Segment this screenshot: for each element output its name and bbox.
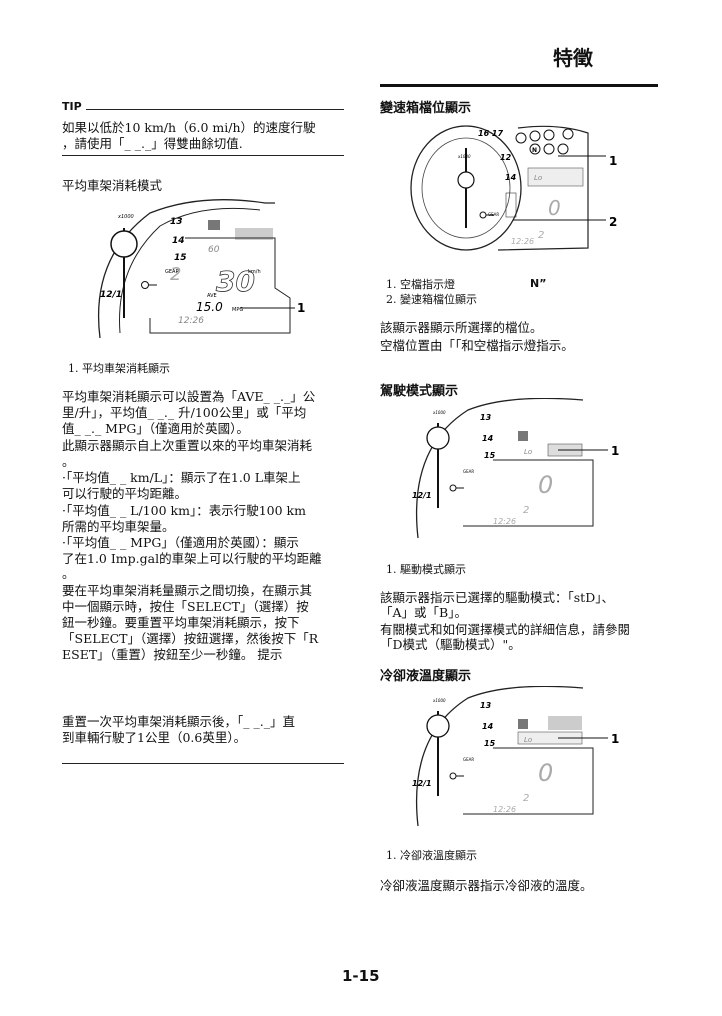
left-end-rule bbox=[62, 763, 344, 764]
svg-text:12: 12 bbox=[500, 153, 512, 162]
svg-text:12/1: 12/1 bbox=[412, 491, 432, 500]
left-p4-line2: 所需的平均車架量。 bbox=[62, 519, 175, 534]
gear-callout-1: 1 bbox=[609, 154, 617, 168]
lcd-clock: 12:26 bbox=[178, 316, 204, 326]
drive-callout-1: 1 bbox=[611, 444, 619, 458]
lcd-speed: 30 bbox=[216, 265, 255, 298]
coolant-lcd-gear: 2 bbox=[523, 793, 529, 804]
gear-p1: 該顯示器顯示所選擇的檔位。 bbox=[380, 320, 543, 335]
svg-text:0: 0 bbox=[538, 471, 553, 499]
gear-figure: x1000 16 17 12 14 N Lo GEAR 0 2 12:26 1 … bbox=[410, 125, 617, 251]
left-p4-line1: ·「平均值_ _ L/100 km」：表示行駛100 km bbox=[62, 503, 306, 518]
gear-lcd-mode: Lo bbox=[534, 174, 542, 182]
svg-text:14: 14 bbox=[482, 434, 494, 443]
lcd-ave-label: AVE bbox=[207, 293, 217, 299]
gear-lcd-gear: 2 bbox=[538, 230, 544, 241]
svg-text:GEAR: GEAR bbox=[463, 469, 474, 474]
svg-text:0: 0 bbox=[538, 759, 553, 787]
left-p7-line1: 重置一次平均車架消耗顯示後，「_ _._」直 bbox=[62, 714, 295, 729]
svg-text:0: 0 bbox=[548, 196, 561, 220]
svg-text:15: 15 bbox=[484, 451, 496, 460]
left-p5-line1: ·「平均值_ _ MPG」（僅適用於英國）：顯示 bbox=[62, 535, 299, 550]
page-number: 1-15 bbox=[342, 967, 380, 985]
drive-p4: 「D模式（驅動模式）"。 bbox=[380, 637, 521, 652]
lcd-speed-unit: km/h bbox=[248, 269, 261, 275]
svg-text:13: 13 bbox=[480, 413, 492, 422]
svg-text:16 17: 16 17 bbox=[478, 129, 503, 138]
left-p1-line2: 里/升」，平均值_ _._ 升/100公里」或「平均 bbox=[62, 405, 307, 420]
left-p6-line1: 要在平均車架消耗量顯示之間切換，在顯示其 bbox=[62, 583, 313, 598]
drive-p3: 有關模式和如何選擇模式的詳細信息，請參閱 bbox=[380, 622, 631, 637]
left-p1-line3: 值_ _._ MPG」（僅適用於英國）。 bbox=[62, 421, 249, 436]
header-rule bbox=[380, 84, 658, 87]
avg-consumption-heading: 平均車架消耗模式 bbox=[62, 178, 163, 193]
tip-rule bbox=[86, 109, 344, 110]
left-p5-line2: 了在1.0 Imp.gal的車架上可以行駛的平均距離 bbox=[62, 551, 322, 566]
svg-text:13: 13 bbox=[480, 701, 492, 710]
gear-caption-1: 1. 空檔指示燈 bbox=[386, 278, 455, 291]
lcd-top-value: 60 bbox=[208, 245, 220, 255]
avg-consumption-caption: 1. 平均車架消耗顯示 bbox=[68, 362, 170, 375]
svg-text:14: 14 bbox=[172, 236, 185, 246]
coolant-callout-1: 1 bbox=[611, 732, 619, 746]
svg-text:12/1: 12/1 bbox=[100, 290, 122, 300]
drive-p1: 該顯示器指示已選擇的驅動模式：「stD」、 bbox=[380, 590, 614, 605]
svg-text:15: 15 bbox=[484, 739, 496, 748]
left-p6-line5: ESET」（重置）按鈕至少一秒鐘。 提示 bbox=[62, 647, 283, 662]
left-p3-line2: 可以行駛的平均距離。 bbox=[62, 486, 188, 501]
tip-text-2: ，請使用「_ _._」得雙曲餘切值. bbox=[62, 136, 243, 151]
coolant-caption: 1. 冷卻液溫度顯示 bbox=[386, 849, 477, 862]
page-title: 特徵 bbox=[553, 46, 593, 70]
left-p7-line2: 到車輛行駛了1公里（0.6英里）。 bbox=[62, 730, 247, 745]
svg-text:15: 15 bbox=[174, 253, 187, 263]
svg-text:x1000: x1000 bbox=[432, 410, 446, 415]
callout-1: 1 bbox=[297, 301, 305, 315]
svg-text:14: 14 bbox=[482, 722, 494, 731]
lcd-ave-value: 15.0 bbox=[196, 300, 223, 314]
coolant-heading: 冷卻液溫度顯示 bbox=[380, 669, 472, 684]
gear-p2: 空檔位置由「「和空檔指示燈指示。 bbox=[380, 338, 574, 353]
drive-lcd-gear: 2 bbox=[523, 505, 529, 516]
tip-label: TIP bbox=[62, 100, 82, 113]
left-p1-line1: 平均車架消耗顯示可以設置為「AVE_ _._」公 bbox=[62, 389, 316, 404]
drive-lcd-clock: 12:26 bbox=[493, 517, 516, 526]
gear-caption-2: 2. 變速箱檔位顯示 bbox=[386, 293, 477, 306]
left-p2-line1: 此顯示器顯示自上次重置以來的平均車架消耗 bbox=[62, 438, 313, 453]
drive-p2: 「A」或「B」。 bbox=[380, 605, 467, 620]
svg-text:GEAR: GEAR bbox=[463, 757, 474, 762]
svg-text:N: N bbox=[532, 147, 537, 154]
gear-heading: 變速箱檔位顯示 bbox=[380, 101, 472, 116]
drive-caption: 1. 驅動模式顯示 bbox=[386, 563, 466, 576]
left-p2-line2: 。 bbox=[62, 454, 75, 469]
left-p6-line2: 中一個顯示時，按住「SELECT」（選擇）按 bbox=[62, 599, 309, 614]
left-p5-line3: 。 bbox=[62, 566, 75, 581]
coolant-p1: 冷卻液溫度顯示器指示冷卻液的溫度。 bbox=[380, 878, 593, 893]
svg-text:x1000: x1000 bbox=[457, 154, 471, 159]
lcd-ave-unit: MPG bbox=[232, 307, 243, 313]
tip-end-rule bbox=[62, 155, 344, 156]
left-p3-line1: ·「平均值_ _ km/L」：顯示了在1.0 L車架上 bbox=[62, 470, 301, 485]
gear-caption-1-suffix: N” bbox=[530, 277, 547, 290]
svg-text:x1000: x1000 bbox=[432, 698, 446, 703]
svg-text:14: 14 bbox=[505, 173, 517, 182]
tip-text-1: 如果以低於10 km/h（6.0 mi/h）的速度行駛 bbox=[62, 120, 316, 135]
svg-text:12/1: 12/1 bbox=[412, 779, 432, 788]
drive-figure: x1000 13 14 15 12/1 Lo GEAR 0 2 12:26 1 bbox=[412, 398, 619, 539]
svg-text:GEAR: GEAR bbox=[165, 269, 179, 275]
coolant-lcd-clock: 12:26 bbox=[493, 805, 516, 814]
gear-lcd-clock: 12:26 bbox=[511, 237, 534, 246]
coolant-lcd-temp: Lo bbox=[524, 736, 532, 744]
gear-callout-2: 2 bbox=[609, 215, 617, 229]
lcd-gear: 2 bbox=[170, 264, 181, 285]
left-p6-line3: 鈕一秒鐘。要重置平均車架消耗顯示，按下 bbox=[62, 615, 300, 630]
avg-consumption-figure: x1000 13 14 15 12/1 GEAR 60 2 30 km/h AV… bbox=[97, 199, 305, 339]
svg-text:13: 13 bbox=[170, 217, 183, 227]
coolant-figure: x1000 13 14 15 12/1 Lo GEAR 0 2 12:26 1 bbox=[412, 686, 619, 827]
left-p6-line4: 「SELECT」（選擇）按鈕選擇，然後按下「R bbox=[62, 631, 319, 646]
svg-text:x1000: x1000 bbox=[117, 214, 134, 220]
drive-heading: 駕駛模式顯示 bbox=[380, 384, 459, 399]
drive-lcd-mode: Lo bbox=[524, 448, 532, 456]
